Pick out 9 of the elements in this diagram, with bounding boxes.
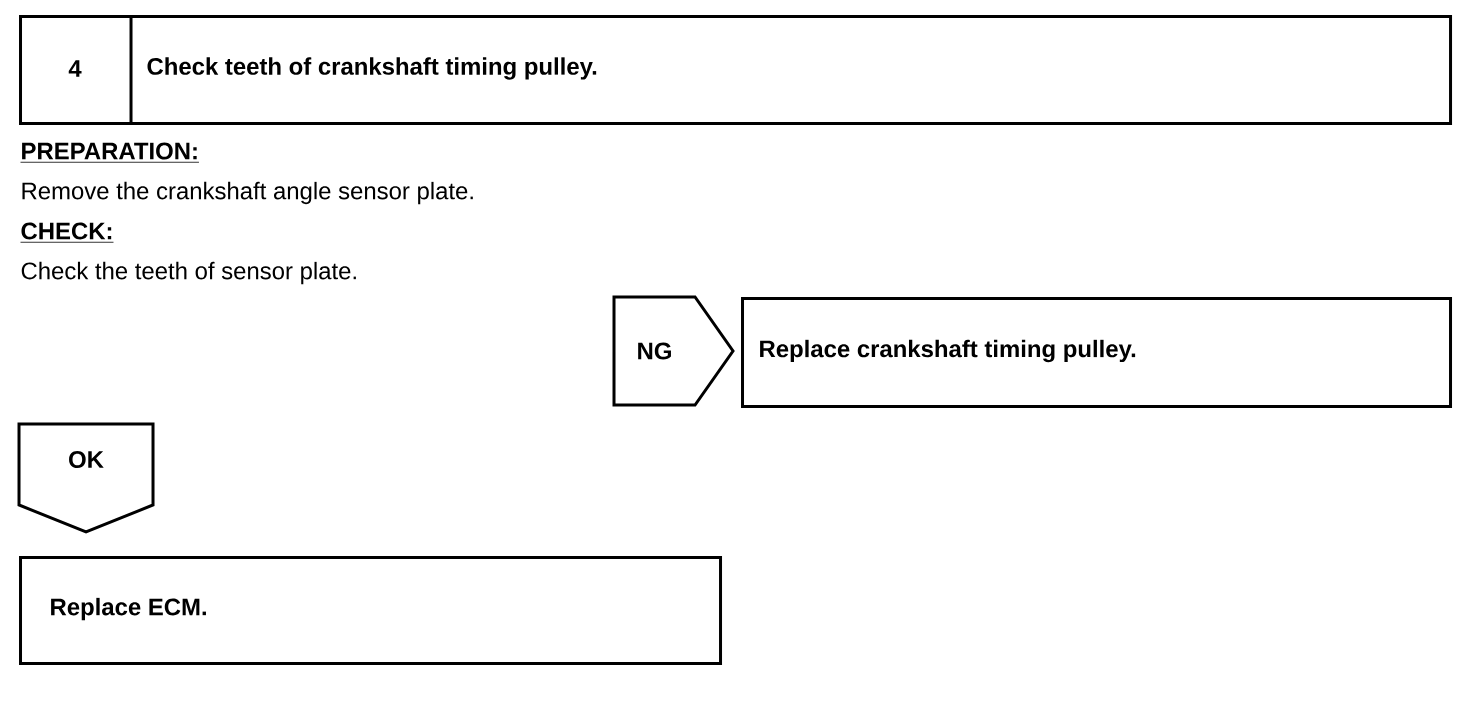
action-box: Replace ECM. [19,556,723,665]
result-tab: NG [612,295,735,407]
action-box: Replace crankshaft timing pulley. [741,297,1452,408]
step-header-box: 4 Check teeth of crankshaft timing pulley. [19,15,1453,125]
section-heading: PREPARATION: [20,142,200,163]
instruction-text: Check the teeth of sensor plate. [21,261,356,285]
result-tab: OK [17,422,155,534]
section-heading: CHECK: [20,222,114,243]
instruction-text: Remove the crankshaft angle sensor plate. [22,181,473,205]
